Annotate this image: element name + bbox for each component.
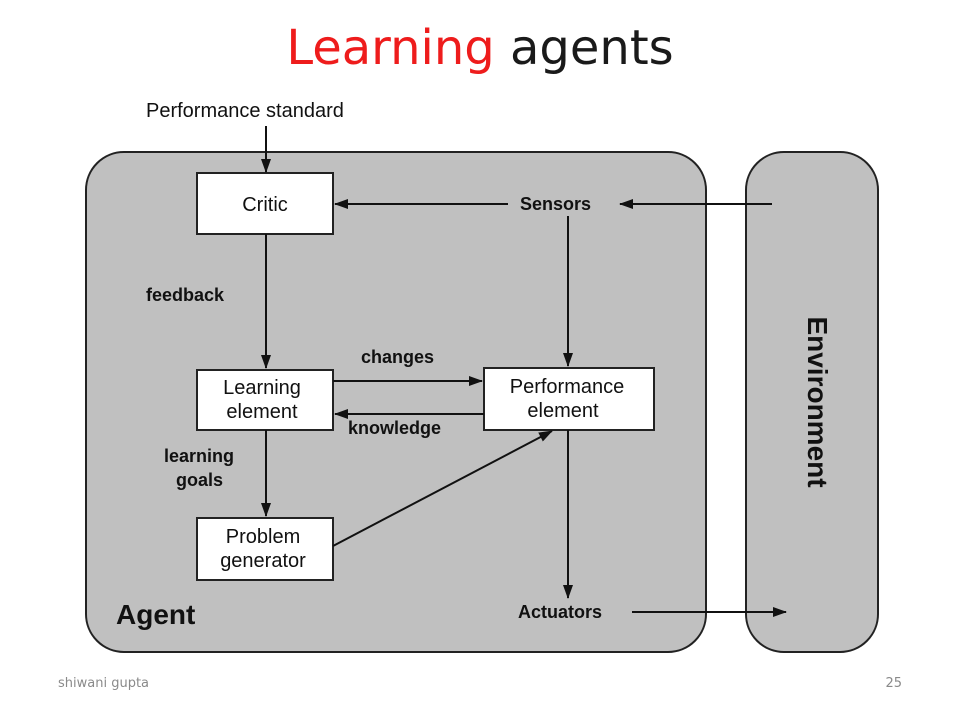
agent-label: Agent — [116, 599, 195, 630]
learning-element-box — [196, 369, 334, 431]
problem-generator-label-line2: generator — [220, 550, 306, 572]
title-accent: Learning — [286, 20, 495, 76]
page-number: 25 — [885, 676, 902, 691]
learning-element-label-line2: element — [226, 401, 298, 423]
performance-element-label-line1: Performance — [510, 376, 625, 398]
footer-author: shiwani gupta — [58, 676, 150, 691]
arrow-problem-to-performance — [332, 430, 553, 547]
critic-label: Critic — [242, 194, 288, 216]
slide-title: Learning agents — [0, 18, 960, 78]
performance-element-label-line2: element — [527, 400, 599, 422]
environment-label: Environment — [802, 316, 833, 487]
feedback-label: feedback — [146, 285, 225, 305]
title-rest: agents — [509, 20, 674, 76]
learning-goals-label-line1: learning — [164, 446, 234, 466]
performance-standard-label: Performance standard — [146, 100, 344, 122]
critic-box — [196, 172, 334, 235]
knowledge-label: knowledge — [348, 418, 441, 438]
sensors-label: Sensors — [520, 194, 591, 214]
changes-label: changes — [361, 347, 434, 367]
actuators-label: Actuators — [518, 602, 602, 622]
problem-generator-label-line1: Problem — [226, 526, 300, 548]
learning-goals-label-line2: goals — [176, 470, 223, 490]
environment-panel — [745, 151, 879, 653]
learning-element-label-line1: Learning — [223, 377, 301, 399]
problem-generator-box — [196, 517, 334, 581]
